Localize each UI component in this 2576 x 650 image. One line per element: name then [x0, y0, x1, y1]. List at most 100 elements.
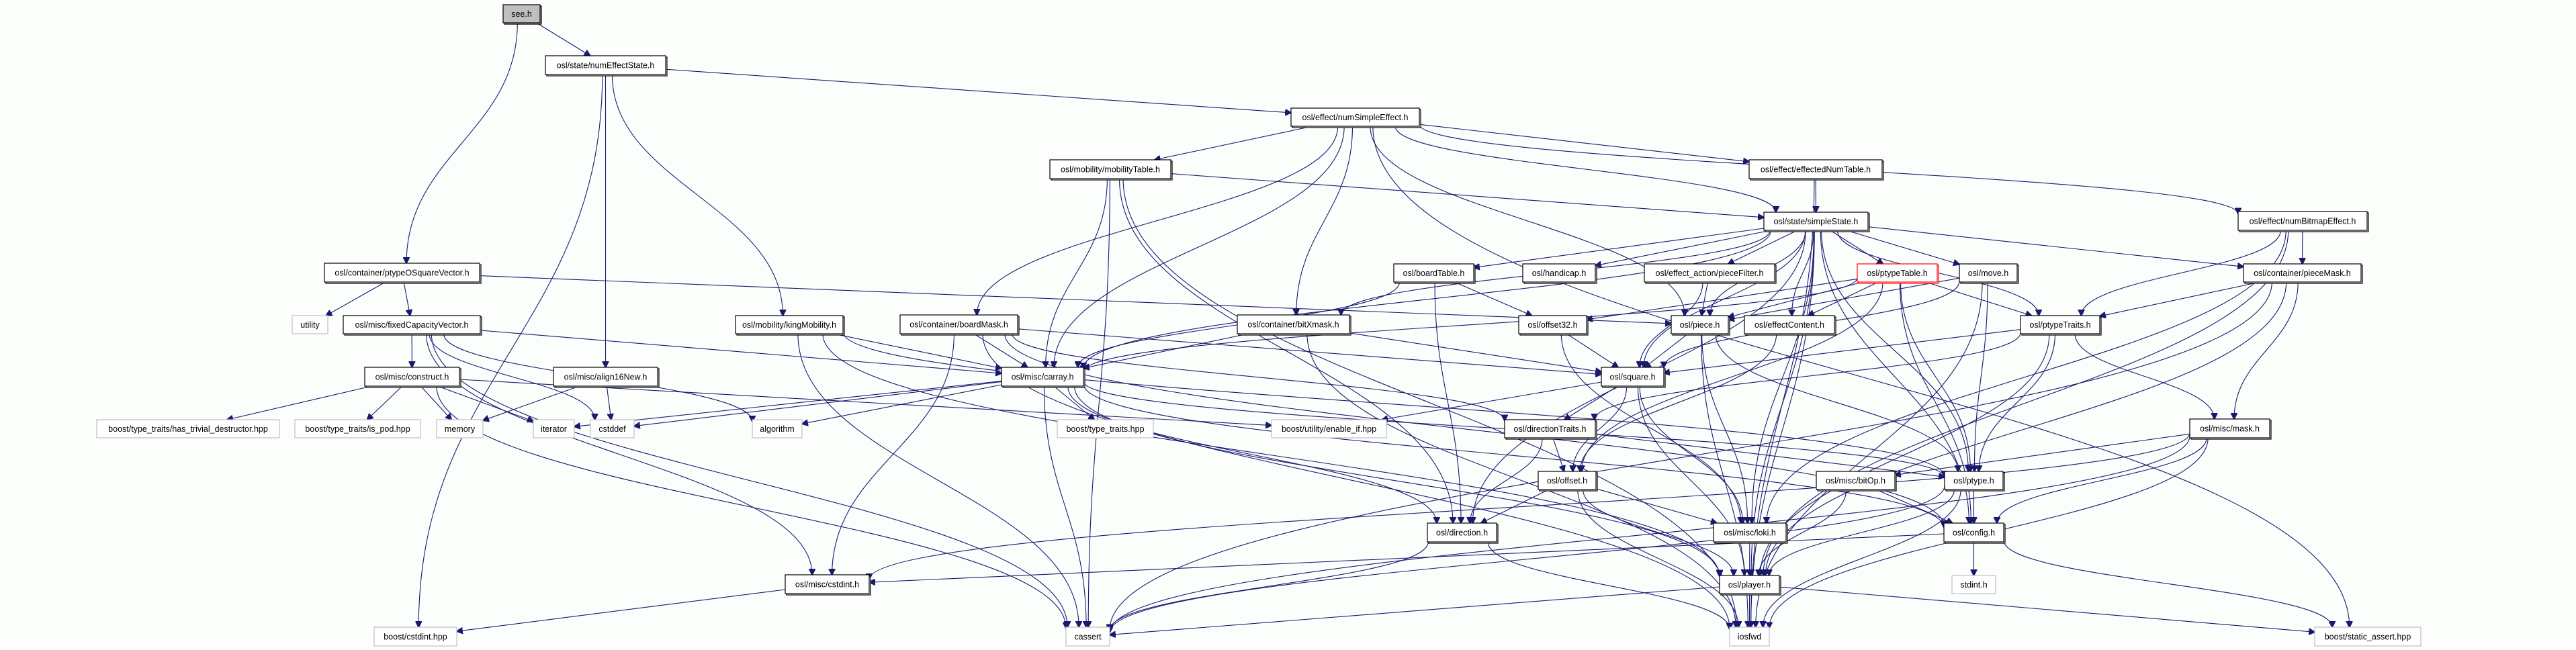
node-mask[interactable]: osl/misc/mask.h — [2189, 418, 2272, 440]
edge-simpleState-to-player — [1751, 230, 1815, 575]
node-construct[interactable]: osl/misc/construct.h — [364, 367, 461, 388]
node-bitXmask[interactable]: osl/container/bitXmask.h — [1237, 314, 1351, 336]
edge-numEffectState-to-boostCstdint — [418, 74, 603, 627]
node-effectContent[interactable]: osl/effectContent.h — [1744, 315, 1836, 336]
node-fixedCapacityVector[interactable]: osl/misc/fixedCapacityVector.h — [343, 315, 482, 336]
node-offset[interactable]: osl/offset.h — [1538, 471, 1598, 492]
node-player[interactable]: osl/player.h — [1719, 575, 1781, 596]
edge-offset32-to-loki — [1560, 333, 1740, 523]
node-label: boost/utility/enable_if.hpp — [1282, 424, 1376, 434]
node-box — [1057, 419, 1154, 438]
edge-numSimpleEffect-to-bitXmask — [1296, 126, 1353, 315]
node-align16New[interactable]: osl/misc/align16New.h — [553, 367, 660, 388]
node-mobilityTable[interactable]: osl/mobility/mobilityTable.h — [1049, 159, 1173, 181]
node-label: osl/container/pieceMask.h — [2254, 269, 2351, 278]
edge-ptypeTraits-to-player — [1761, 333, 2050, 575]
node-numBitmapEffect[interactable]: osl/effect/numBitmapEffect.h — [2237, 211, 2369, 232]
node-pieceFilter[interactable]: osl/effect_action/pieceFilter.h — [1644, 263, 1777, 284]
node-move[interactable]: osl/move.h — [1959, 263, 2019, 284]
node-label: osl/misc/fixedCapacityVector.h — [355, 320, 469, 330]
edge-square-to-loki — [1639, 385, 1743, 523]
edge-simpleState-to-move — [1846, 230, 1960, 265]
edge-square-to-enableIf — [1382, 381, 1602, 420]
edge-mobilityTable-to-simpleState — [1170, 173, 1764, 218]
edge-mask-to-bitOp — [1895, 433, 2190, 475]
node-carray[interactable]: osl/misc/carray.h — [1001, 367, 1085, 388]
node-handicap[interactable]: osl/handicap.h — [1522, 263, 1597, 284]
edge-construct-to-hasTrivialDestructor — [227, 385, 372, 420]
node-box — [1729, 626, 1770, 647]
node-ptypeTraits[interactable]: osl/ptypeTraits.h — [2020, 315, 2102, 336]
node-label: boost/cstdint.hpp — [384, 633, 447, 642]
edge-square-to-player — [1637, 385, 1744, 575]
edge-boardMask-to-cstdintH — [832, 333, 954, 575]
edge-bitOp-to-player — [1759, 489, 1847, 575]
edge-fixedCapacityVector-to-cassert — [431, 333, 1067, 627]
node-offset32[interactable]: osl/offset32.h — [1518, 315, 1589, 336]
edge-fixedCapacityVector-to-cstddef — [429, 333, 595, 420]
node-directionTraits[interactable]: osl/directionTraits.h — [1504, 419, 1597, 440]
node-pieceMask[interactable]: osl/container/pieceMask.h — [2243, 263, 2363, 284]
edge-mobilityTable-to-carray — [1046, 178, 1108, 367]
node-simpleState[interactable]: osl/state/simpleState.h — [1763, 212, 1870, 232]
node-config[interactable]: osl/config.h — [1943, 522, 2006, 544]
edge-pieceFilter-to-piece — [1701, 281, 1709, 316]
node-staticAssert: boost/static_assert.hpp — [2314, 626, 2422, 647]
edge-fixedCapacityVector-to-carray — [480, 330, 1002, 373]
node-label: osl/direction.h — [1436, 528, 1488, 538]
node-iterator: iterator — [533, 419, 575, 438]
node-label: boost/static_assert.hpp — [2325, 633, 2411, 642]
node-piece[interactable]: osl/piece.h — [1671, 315, 1730, 336]
node-label: osl/misc/align16New.h — [564, 373, 648, 382]
edge-move-to-iosfwd — [1756, 281, 1983, 627]
edge-kingMobility-to-carray — [833, 333, 1002, 369]
edge-simpleState-to-handicap — [1595, 230, 1771, 266]
edge-pieceMask-to-mask — [2234, 281, 2299, 419]
node-ptypeTable[interactable]: osl/ptypeTable.h — [1857, 263, 1939, 284]
node-ptype[interactable]: osl/ptype.h — [1944, 471, 2005, 492]
node-box — [1748, 159, 1883, 179]
node-effectedNumTable[interactable]: osl/effect/effectedNumTable.h — [1748, 159, 1884, 181]
node-see[interactable]: see.h — [502, 4, 542, 25]
node-label: osl/container/boardMask.h — [909, 320, 1008, 330]
edge-mobilityTable-to-direction — [1118, 178, 1454, 523]
node-loki[interactable]: osl/misc/loki.h — [1713, 522, 1788, 544]
edge-numEffectState-to-kingMobility — [611, 74, 783, 316]
node-cstddef: cstddef — [590, 419, 635, 438]
node-square[interactable]: osl/square.h — [1601, 367, 1666, 388]
node-label: algorithm — [760, 424, 794, 434]
node-box — [292, 315, 328, 334]
node-label: osl/boardTable.h — [1403, 269, 1465, 278]
node-label: osl/misc/bitOp.h — [1826, 476, 1885, 485]
node-isPod: boost/type_traits/is_pod.hpp — [294, 419, 421, 438]
node-box — [1763, 212, 1869, 231]
node-label: osl/state/numEffectState.h — [557, 61, 655, 71]
node-box — [2314, 626, 2422, 647]
node-hasTrivialDestructor: boost/type_traits/has_trivial_destructor… — [96, 419, 280, 438]
node-boardMask[interactable]: osl/container/boardMask.h — [899, 314, 1020, 336]
node-box — [1065, 626, 1110, 647]
node-cstdintH[interactable]: osl/misc/cstdint.h — [785, 574, 871, 596]
node-box — [2243, 263, 2362, 283]
node-algorithm: algorithm — [752, 419, 803, 438]
node-box — [1713, 522, 1787, 543]
node-box — [533, 419, 575, 438]
edge-direction-to-cassert — [1110, 541, 1429, 631]
edge-offset-to-iosfwd — [1577, 489, 1738, 627]
node-label: osl/offset32.h — [1527, 320, 1577, 330]
node-typeTraits: boost/type_traits.hpp — [1057, 419, 1154, 438]
node-direction[interactable]: osl/direction.h — [1427, 522, 1499, 544]
node-numEffectState[interactable]: osl/state/numEffectState.h — [545, 55, 668, 77]
node-ptypeOSquareVector[interactable]: osl/container/ptypeOSquareVector.h — [324, 263, 482, 284]
node-box — [553, 367, 658, 387]
node-kingMobility[interactable]: osl/mobility/kingMobility.h — [735, 315, 845, 336]
edge-ptypeTable-to-offset32 — [1587, 278, 1858, 320]
node-box — [1504, 419, 1596, 438]
node-boardTable[interactable]: osl/boardTable.h — [1393, 263, 1476, 284]
edge-piece-to-ptype — [1715, 333, 1958, 471]
edge-ptypeTable-to-ptype — [1900, 281, 1971, 471]
node-bitOp[interactable]: osl/misc/bitOp.h — [1816, 471, 1897, 492]
node-numSimpleEffect[interactable]: osl/effect/numSimpleEffect.h — [1290, 107, 1421, 128]
node-box — [899, 314, 1018, 334]
